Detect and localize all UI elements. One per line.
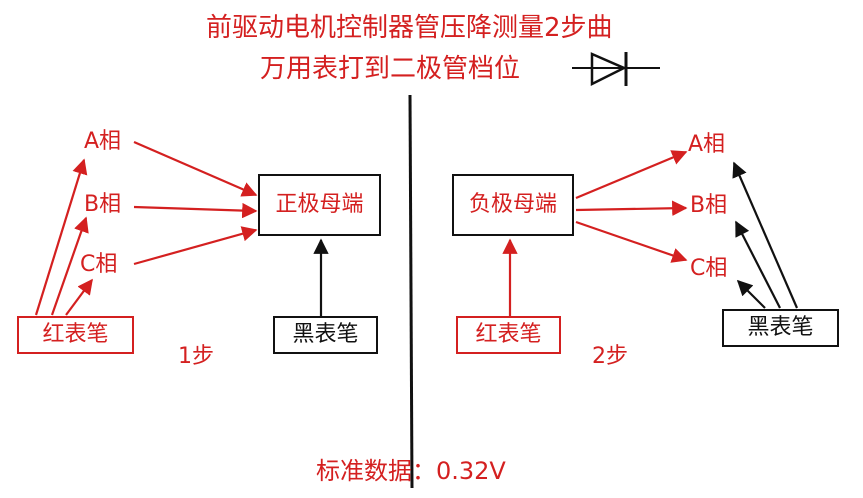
arrow-black-probe-to-a-2 [732,161,799,309]
arrow-black-probe-to-b-2 [735,220,781,309]
step2-black-probe-label: 黑表笔 [747,315,814,340]
arrow-negative-to-b [575,200,688,216]
step2-red-probe-box: 红表笔 [456,316,561,354]
step1-label: 1步 [178,344,214,369]
step1-red-probe-label: 红表笔 [42,322,109,347]
positive-bus-label: 正极母端 [275,192,364,217]
center-divider [408,94,414,489]
step2-black-probe-box: 黑表笔 [722,309,839,347]
step2-phase-a: A相 [688,132,726,157]
title-line-1: 前驱动电机控制器管压降测量2步曲 [206,13,613,43]
step1-black-probe-box: 黑表笔 [273,316,378,354]
step1-phase-a: A相 [84,129,122,154]
step1-phase-c: C相 [80,252,118,277]
arrow-c-to-positive [133,226,258,266]
positive-bus-box: 正极母端 [258,174,381,236]
step2-label: 2步 [592,344,628,369]
step1-phase-b: B相 [84,192,122,217]
step2-red-probe-label: 红表笔 [475,322,542,347]
step2-phase-b: B相 [690,193,728,218]
step2-phase-c: C相 [690,256,728,281]
arrow-b-to-positive [133,202,258,219]
diode-symbol-icon [572,52,660,87]
arrow-red-probe-to-c-1 [65,278,93,316]
standard-value: 标准数据：0.32V [316,457,506,485]
step1-black-probe-label: 黑表笔 [292,322,359,347]
arrow-a-to-positive [133,140,258,197]
arrow-red-probe-to-a-1 [34,158,88,316]
arrow-black-probe-to-c-2 [736,279,766,309]
negative-bus-box: 负极母端 [452,174,574,236]
arrow-negative-to-a [575,150,688,200]
negative-bus-label: 负极母端 [468,192,557,217]
arrow-red-probe-to-b-1 [50,216,89,316]
title-line-2: 万用表打到二极管档位 [260,54,521,84]
step1-red-probe-box: 红表笔 [17,316,134,354]
arrow-negative-to-c [575,220,688,263]
